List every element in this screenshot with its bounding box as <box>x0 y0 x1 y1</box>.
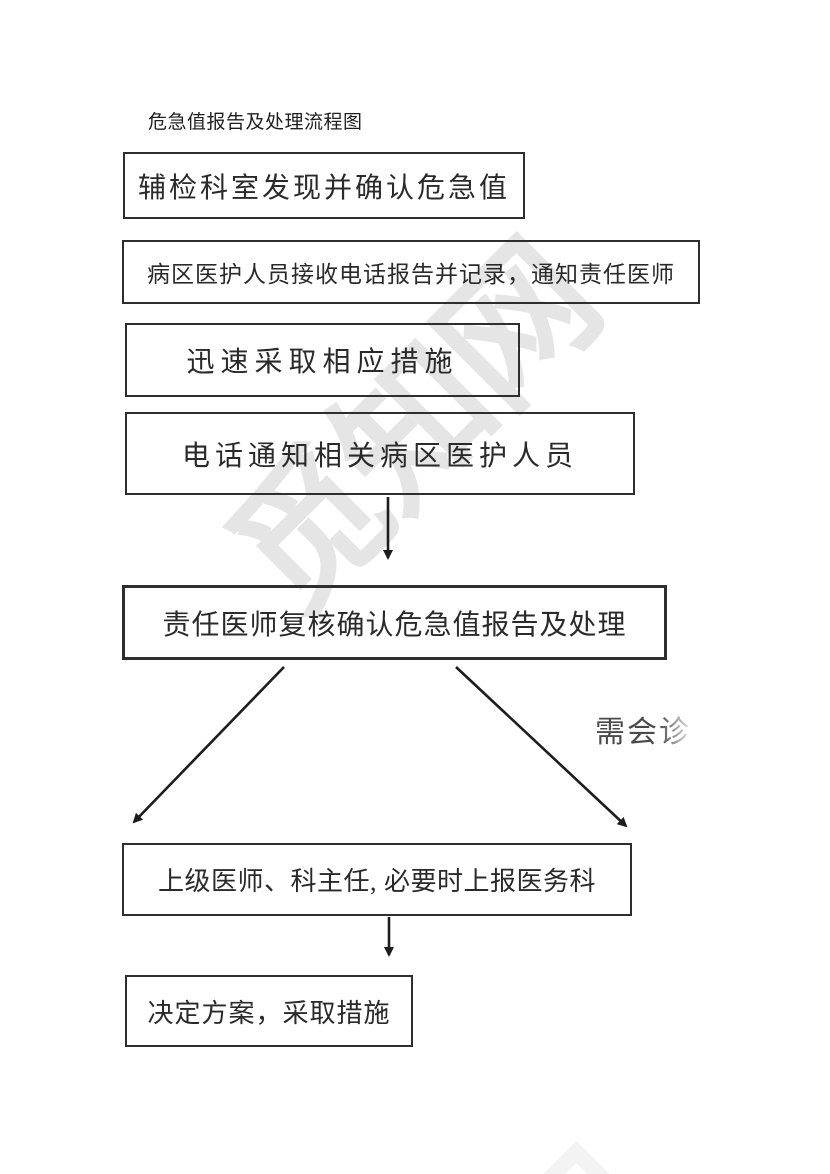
flow-node-decide-plan-take-measures: 决定方案，采取措施 <box>125 975 413 1047</box>
arrow-n5-to-n6-left <box>132 666 285 824</box>
edge-label-consultation-needed: 需会诊 <box>595 716 691 749</box>
flow-node-detect-critical-value: 辅检科室发现并确认危急值 <box>123 152 525 219</box>
watermark-bottom-partial: 觅知网 <box>233 1098 696 1174</box>
flow-node-take-measures-quickly: 迅速采取相应措施 <box>125 323 520 397</box>
flow-node-physician-recheck-confirm: 责任医师复核确认危急值报告及处理 <box>122 585 667 660</box>
flow-node-senior-physician-report: 上级医师、科主任, 必要时上报医务科 <box>122 843 632 916</box>
page-title: 危急值报告及处理流程图 <box>148 112 363 133</box>
flow-node-ward-staff-receive-report: 病区医护人员接收电话报告并记录，通知责任医师 <box>122 240 700 304</box>
flow-node-phone-notify-ward-staff: 电话通知相关病区医护人员 <box>125 412 635 495</box>
